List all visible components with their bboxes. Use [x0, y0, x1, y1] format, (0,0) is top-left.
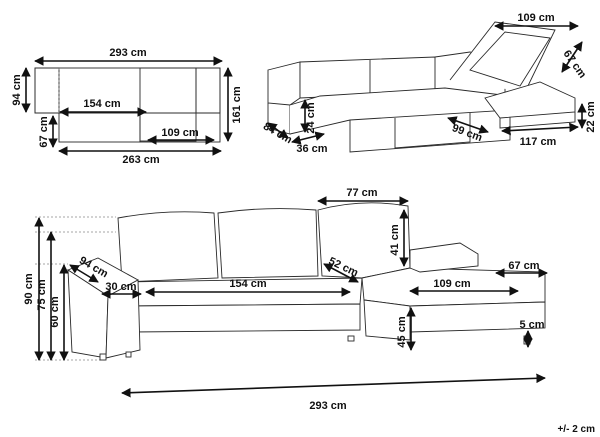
persp-leg-height-label: 22 cm: [585, 101, 597, 132]
front-chaise-depth-label: 67 cm: [508, 260, 539, 272]
front-back-height-label: 41 cm: [389, 224, 401, 255]
top-seat-depth-label: 67 cm: [38, 116, 50, 147]
persp-arm-depth-label: 84 cm: [261, 120, 294, 146]
front-view: 77 cm 41 cm 94 cm 30 cm 154 cm 52 cm 67 …: [23, 187, 548, 412]
top-seat-width-label: 154 cm: [83, 98, 121, 110]
front-sofa-outline: [67, 202, 546, 361]
front-overall-width-dimension-line: [121, 373, 546, 398]
front-arm-depth-dimension-line: [69, 264, 99, 283]
persp-arm-depth-dimension-line: [267, 122, 289, 139]
top-chaise-depth-label: 161 cm: [231, 86, 243, 124]
front-arm-width-label: 30 cm: [105, 281, 136, 293]
persp-arm-width-label: 36 cm: [296, 143, 327, 155]
top-base-width-label: 263 cm: [122, 154, 160, 166]
persp-chaise-width-label: 109 cm: [517, 12, 555, 24]
front-seat-width-label: 154 cm: [229, 278, 267, 290]
front-arm-height-label: 75 cm: [36, 279, 48, 310]
persp-chaise-depth-dimension-line: [561, 41, 583, 73]
tolerance-note: +/- 2 cm: [557, 424, 595, 435]
front-chaise-back-width-label: 77 cm: [346, 187, 377, 199]
persp-chaise-depth-label: 67 cm: [561, 48, 589, 81]
top-view: 293 cm 94 cm 161 cm 154 cm 109 cm 67 cm …: [11, 47, 243, 166]
persp-bed-width-label: 117 cm: [520, 136, 557, 148]
front-corner-depth-dimension-line: [323, 263, 359, 283]
front-overall-width-label: 293 cm: [309, 400, 347, 412]
perspective-view: 109 cm 67 cm 24 cm 84 cm 36 cm 99 cm 117…: [261, 12, 597, 155]
front-chaise-seat-height-label: 45 cm: [396, 316, 408, 347]
persp-height-label: 24 cm: [305, 102, 317, 133]
persp-arm-width-dimension-line: [291, 131, 325, 145]
top-chaise-width-label: 109 cm: [161, 127, 199, 139]
front-overall-height-label: 90 cm: [23, 273, 35, 304]
persp-bed-depth-dimension-line: [447, 116, 489, 134]
front-seat-height-label: 60 cm: [49, 296, 61, 327]
front-chaise-width-label: 109 cm: [433, 278, 471, 290]
perspective-sofa-outline: [267, 21, 576, 153]
persp-bed-width-dimension-line: [501, 122, 579, 136]
top-width-label: 293 cm: [109, 47, 147, 59]
top-depth-label: 94 cm: [11, 74, 23, 105]
front-foot-height-label: 5 cm: [519, 319, 544, 331]
